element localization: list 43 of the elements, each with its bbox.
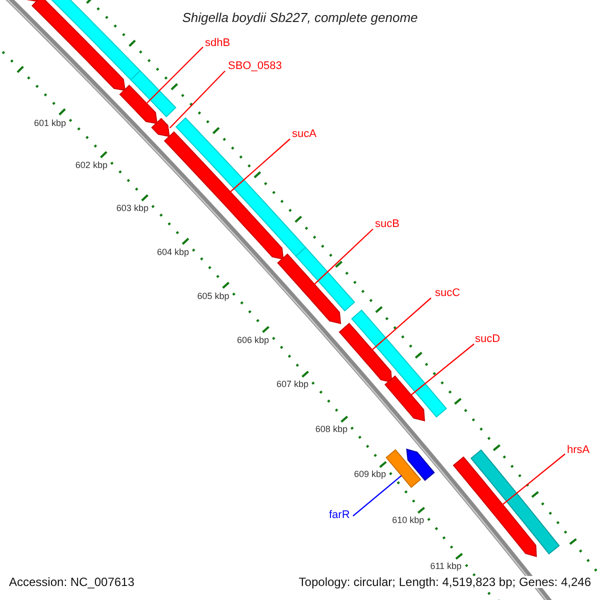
tick-label: 604 kbp	[156, 248, 190, 257]
leader-line	[169, 70, 226, 128]
tick-label: 607 kbp	[275, 380, 310, 390]
tick-label: 611 kbp	[429, 562, 463, 572]
gene-label: hrsA	[567, 445, 590, 456]
tick-label: 606 kbp	[236, 336, 270, 345]
gene-label: SBO_0583	[228, 61, 282, 72]
gene-feature	[384, 375, 426, 422]
tick-label: 608 kbp	[314, 425, 348, 434]
accession-text: Accession: NC_007613	[9, 576, 134, 588]
gene-feature	[277, 253, 342, 324]
leader-line	[146, 46, 204, 104]
gene-bar	[470, 449, 560, 555]
gene-label: sucD	[475, 334, 500, 345]
gene-feature	[406, 448, 435, 481]
gene-label: sucC	[435, 288, 460, 299]
gene-feature	[31, 0, 126, 91]
gene-label: farR	[329, 510, 350, 521]
leader-line	[352, 475, 402, 516]
genome-info-text: Topology: circular; Length: 4,519,823 bp; Genes: 4,246	[298, 576, 591, 588]
gene-label: sucA	[292, 129, 316, 140]
tick-label: 605 kbp	[196, 292, 230, 301]
title: Shigella boydii Sb227, complete genome	[181, 11, 419, 24]
tick-label: 601 kbp	[33, 118, 68, 128]
gene-bar	[351, 310, 448, 418]
leader-line	[230, 138, 290, 192]
leader-line	[502, 454, 566, 506]
gene-feature	[119, 84, 158, 124]
gene-feature	[452, 456, 537, 558]
leader-line	[410, 344, 474, 396]
gene-bar	[295, 246, 356, 312]
gene-feature	[338, 322, 392, 383]
tick-label: 602 kbp	[74, 161, 108, 170]
leader-line	[314, 228, 374, 285]
gene-bar	[386, 449, 422, 488]
gene-bar	[130, 70, 176, 118]
leader-line	[372, 298, 432, 350]
gene-feature	[151, 118, 170, 138]
tick-label: 603 kbp	[115, 204, 150, 214]
gene-label: sucB	[375, 219, 400, 230]
tick-label: 610 kbp	[391, 516, 426, 526]
gene-label: sdhB	[205, 38, 230, 49]
tick-label: 609 kbp	[352, 470, 388, 480]
